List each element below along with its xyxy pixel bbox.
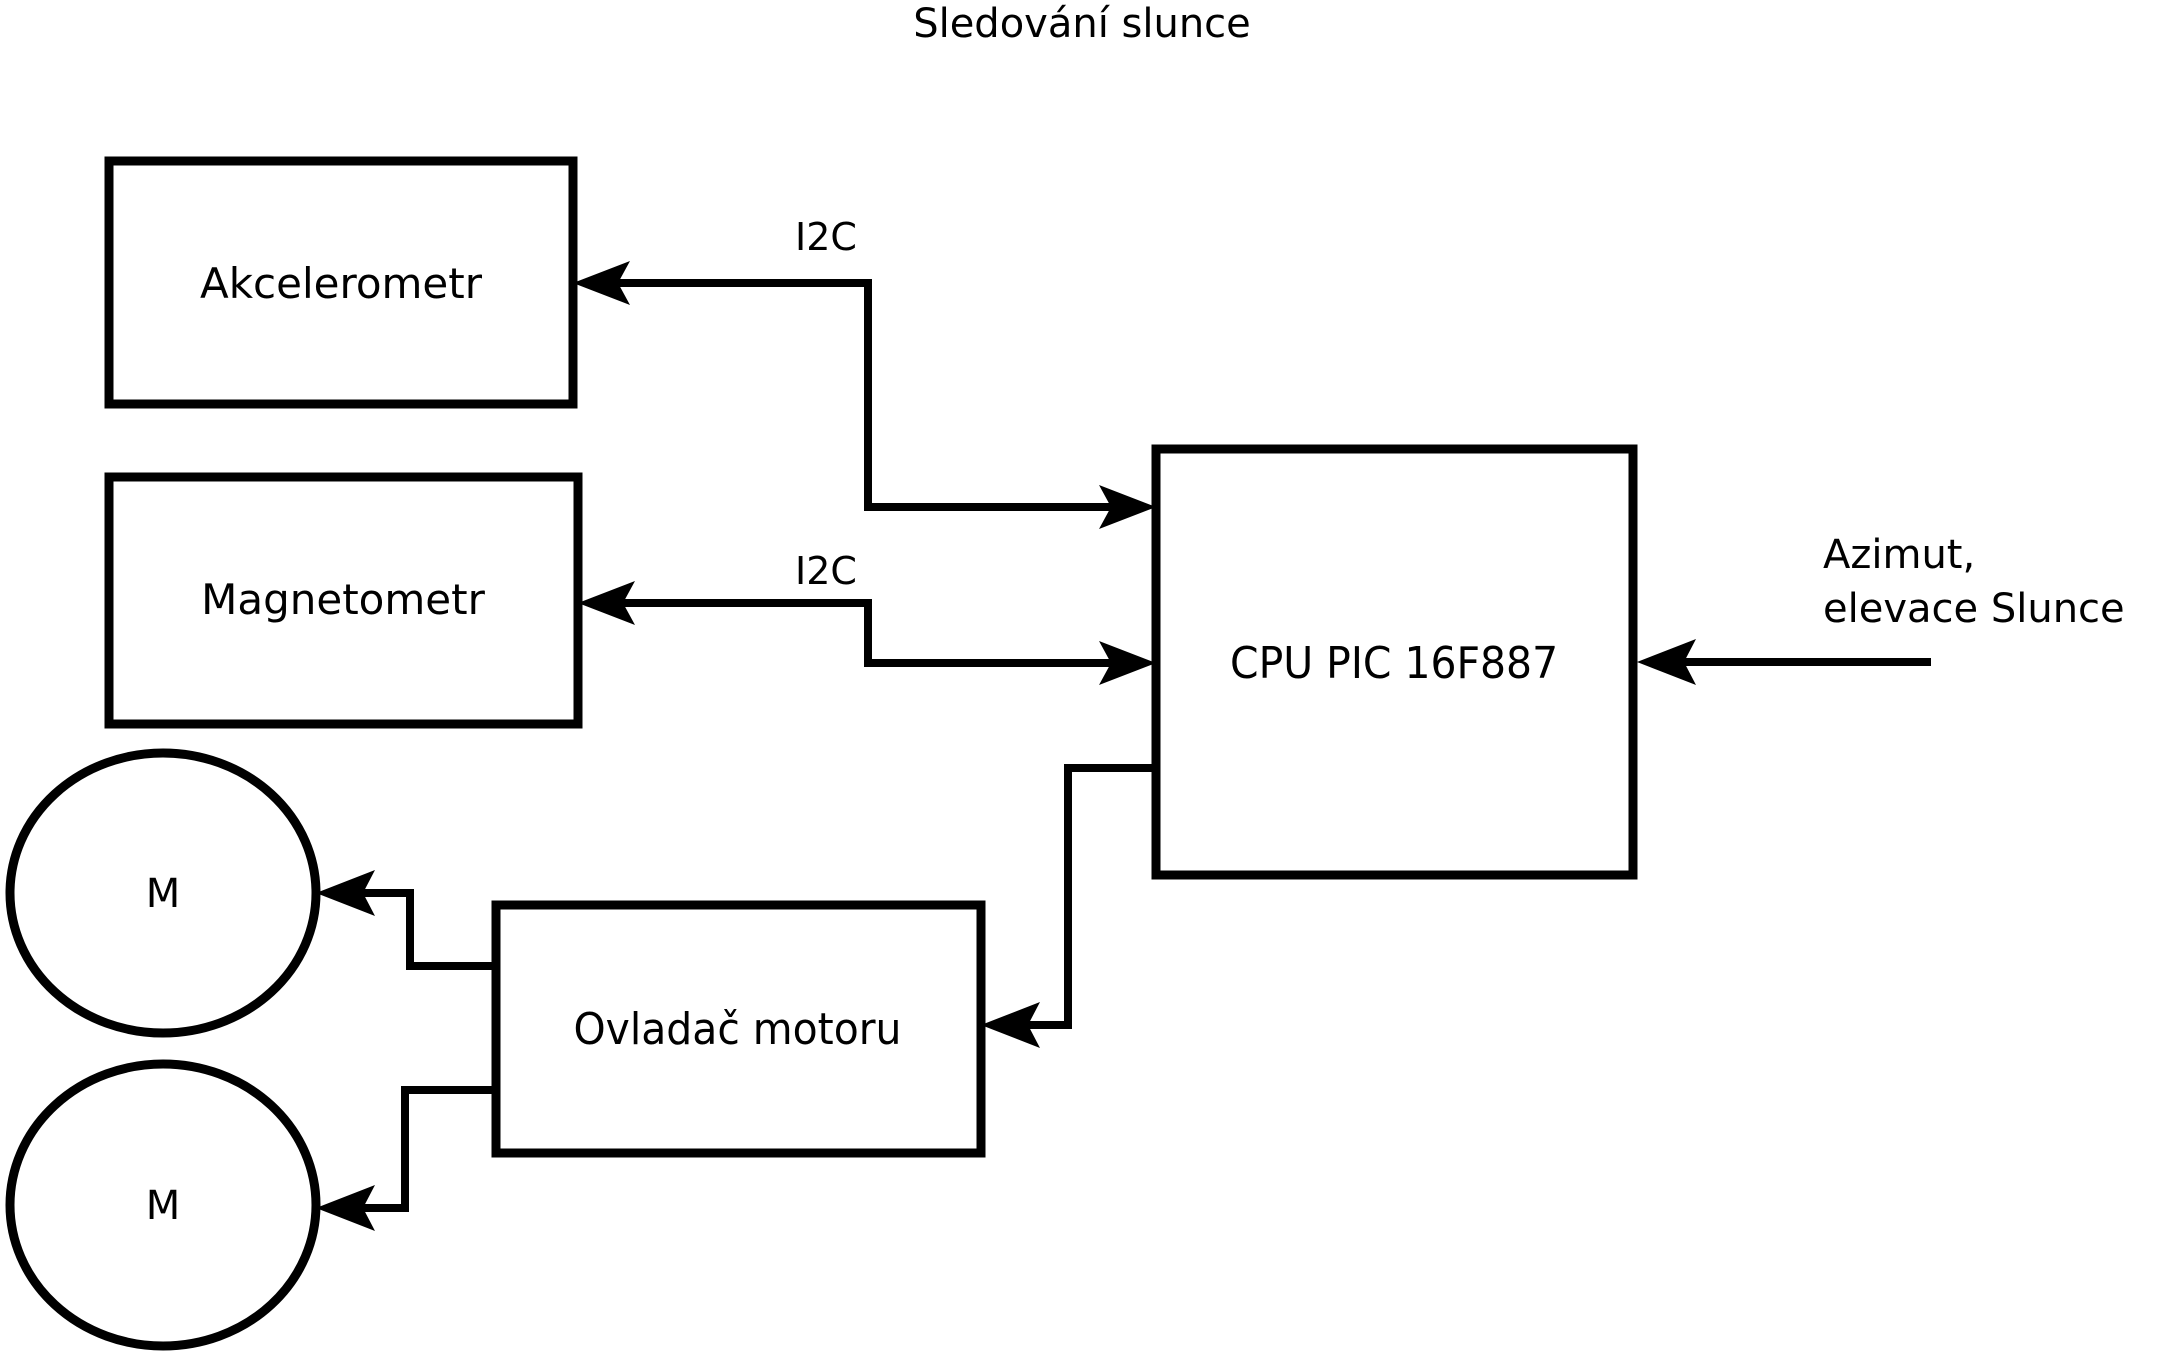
- io-label-sun-line2: elevace Slunce: [1823, 586, 2125, 632]
- arrowhead-into-cpu-lower: [1099, 641, 1156, 685]
- arrowhead-into-cpu-sun-input: [1637, 639, 1696, 685]
- arrowhead-into-motor-1: [316, 870, 375, 916]
- node-ovladac-motoru[interactable]: [491, 900, 986, 1158]
- node-motor-1-label: M: [146, 871, 181, 917]
- node-akcelerometr[interactable]: [104, 156, 578, 409]
- node-motor-2-label: M: [146, 1183, 181, 1229]
- arrowhead-into-cpu-upper: [1099, 485, 1156, 529]
- wire-cpu-to-akcelerometr: [604, 279, 1127, 511]
- edge-label-i2c-magnetometer: I2C: [795, 549, 857, 593]
- page-title: Sledování slunce: [913, 1, 1251, 47]
- wire-ovladac-to-motor-1: [355, 889, 496, 970]
- wire-cpu-to-ovladac-motoru: [1014, 764, 1156, 1029]
- node-magnetometr-label: Magnetometr: [201, 575, 485, 624]
- arrowhead-into-magnetometr: [578, 581, 635, 625]
- edge-label-i2c-accelerometer: I2C: [795, 215, 857, 259]
- wire-cpu-to-magnetometr: [608, 599, 1127, 667]
- node-magnetometr[interactable]: [104, 472, 583, 729]
- node-akcelerometr-label: Akcelerometr: [200, 259, 483, 308]
- node-motor-2[interactable]: [5, 1059, 321, 1351]
- wire-ovladac-to-motor-2: [355, 1086, 496, 1212]
- io-label-sun-line1: Azimut,: [1823, 532, 1975, 578]
- arrowhead-into-ovladac-motoru: [981, 1002, 1040, 1048]
- arrowhead-into-akcelerometr: [573, 261, 630, 305]
- node-ovladac-motoru-label: Ovladač motoru: [573, 1005, 901, 1056]
- node-cpu[interactable]: [1151, 444, 1638, 880]
- arrowhead-into-motor-2: [316, 1185, 375, 1231]
- node-cpu-label: CPU PIC 16F887: [1230, 639, 1558, 690]
